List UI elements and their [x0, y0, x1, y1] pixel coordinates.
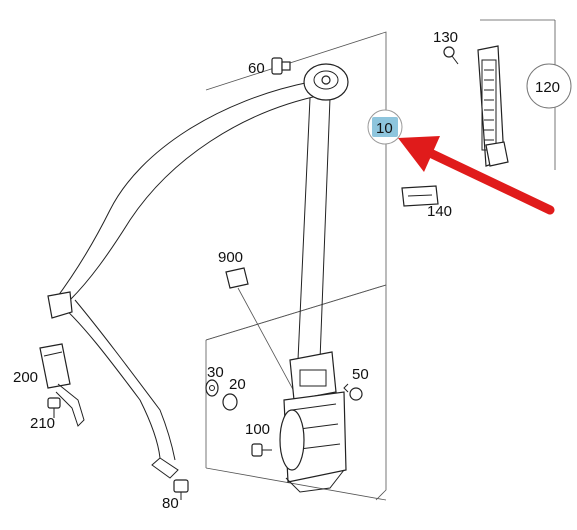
buckle-200 [39, 343, 85, 427]
bolt-210 [47, 397, 61, 418]
clip-140 [401, 185, 439, 207]
highlight-box-10 [372, 117, 398, 137]
spacer-20 [222, 393, 238, 411]
d-ring-anchor [303, 63, 349, 101]
label-60: 60 [248, 60, 265, 77]
bolt-100 [251, 443, 272, 457]
label-20: 20 [229, 376, 246, 393]
height-adjuster-rail [477, 45, 509, 167]
label-50: 50 [352, 366, 369, 383]
retractor-assembly [279, 351, 347, 493]
label-10: 10 [376, 120, 393, 137]
label-210: 210 [30, 415, 55, 432]
bolt-60 [271, 57, 291, 75]
screw-130 [443, 46, 459, 65]
label-120: 120 [535, 79, 560, 96]
label-80: 80 [162, 495, 179, 512]
washer-30 [205, 379, 219, 397]
label-900: 900 [218, 249, 243, 266]
label-100: 100 [245, 421, 270, 438]
label-130: 130 [433, 29, 458, 46]
label-30: 30 [207, 364, 224, 381]
seat-belt-webbing [54, 81, 331, 479]
red-arrow-indicator [398, 136, 555, 215]
bolt-80 [173, 479, 189, 500]
callout-circle-120 [526, 63, 572, 109]
label-200: 200 [13, 369, 38, 386]
bolt-50 [343, 383, 363, 401]
label-900 [225, 267, 297, 396]
webbing-guide [47, 291, 73, 319]
label-140: 140 [427, 203, 452, 220]
